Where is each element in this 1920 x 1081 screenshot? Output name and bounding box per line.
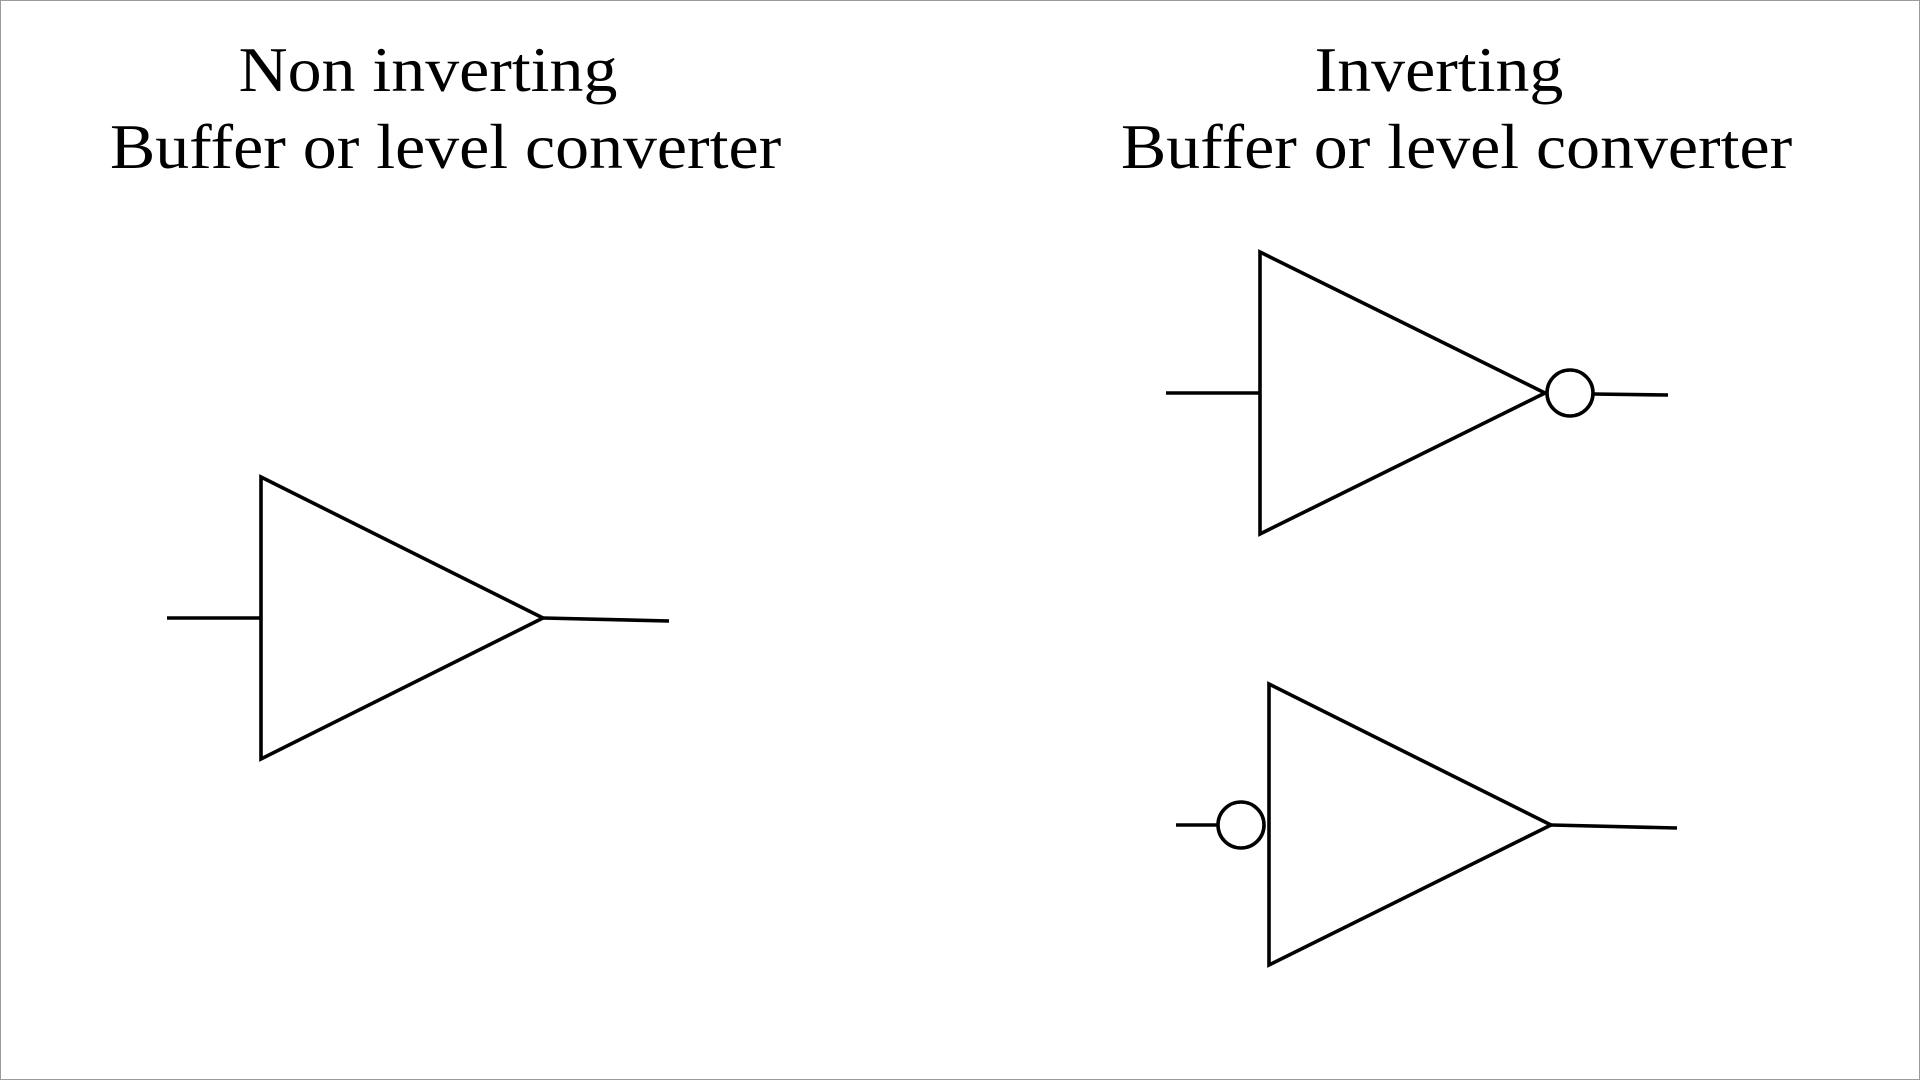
buffer-triangle <box>1267 681 1556 968</box>
non-inverting-heading-line1: Non inverting <box>238 34 618 105</box>
inverting-heading-line2: Buffer or level converter <box>1121 111 1793 182</box>
inverting-heading: Inverting Buffer or level converter <box>1121 31 1793 185</box>
non-inverting-heading: Non inverting Buffer or level converter <box>110 31 782 185</box>
non-inverting-heading-line2: Buffer or level converter <box>110 111 782 182</box>
output-wire <box>1592 392 1669 397</box>
non-inverting-buffer-symbol <box>167 474 670 762</box>
inverting-buffer-output-bubble-symbol <box>1166 249 1669 537</box>
inversion-bubble <box>1545 368 1595 418</box>
inversion-bubble <box>1216 800 1266 850</box>
buffer-triangle <box>259 474 548 762</box>
inverting-buffer-input-bubble-symbol <box>1176 681 1678 968</box>
inverting-heading-line1: Inverting <box>1314 34 1564 105</box>
output-wire <box>1550 823 1678 830</box>
buffer-triangle <box>1258 249 1550 537</box>
output-wire <box>542 616 670 623</box>
